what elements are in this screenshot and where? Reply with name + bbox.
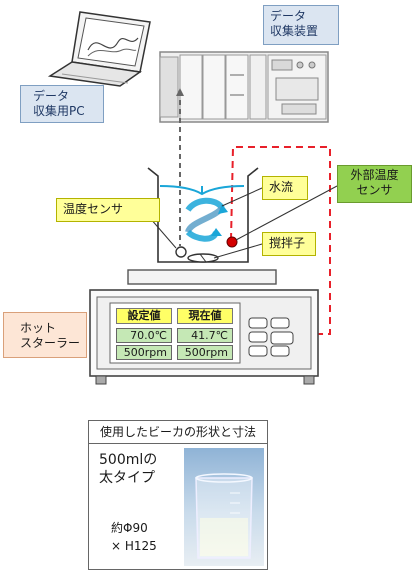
water-flow-label: 水流 [262,176,308,200]
beaker-title: 使用したビーカの形状と寸法 [89,421,267,444]
beaker-info-box: 使用したビーカの形状と寸法 500mlの 太タイプ 約Φ90 × H125 [88,420,268,570]
data-logger-icon [159,51,329,123]
setting-rpm-value: 500rpm [116,345,172,360]
current-temp-value: 41.7℃ [177,328,233,343]
hot-stirrer-icon [89,269,319,385]
ext-sensor-dot [226,236,238,248]
stirrer-label: 撹拌子 [262,232,316,256]
beaker-type: 500mlの 太タイプ [99,452,158,486]
beaker-dimensions: 約Φ90 × H125 [111,521,157,553]
hot-stirrer-label: ホット スターラー [3,312,87,358]
external-sensor-label: 外部温度 センサ [337,165,412,203]
setting-temp-value: 70.0℃ [116,328,172,343]
pc-label: データ 収集用PC [20,85,104,123]
temp-sensor-label: 温度センサ [56,198,160,222]
beaker-icon [147,167,259,263]
external-sensor-cable [230,146,331,335]
laptop-pc-icon [47,11,151,87]
device-label: データ 収集装置 [263,5,339,45]
current-caption: 現在値 [177,308,233,324]
setting-caption: 設定値 [116,308,172,324]
temp-sensor-dot [175,246,187,258]
beaker-photo [184,448,264,566]
current-rpm-value: 500rpm [177,345,233,360]
